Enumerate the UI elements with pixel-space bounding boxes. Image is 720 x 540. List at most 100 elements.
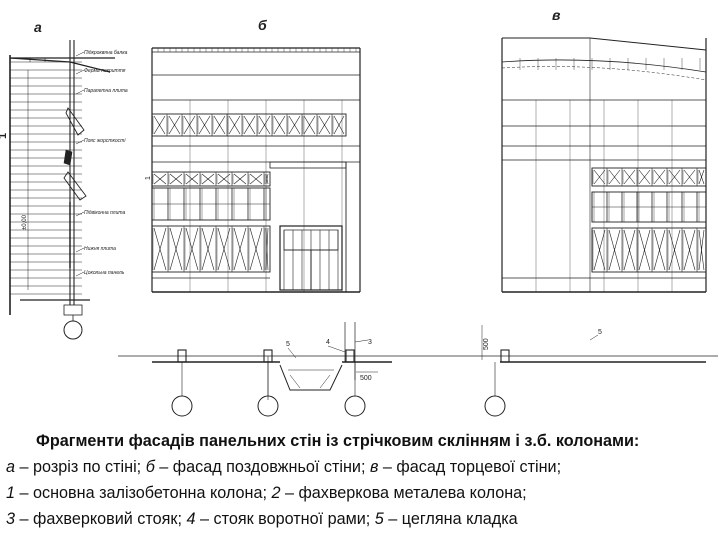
band-brace xyxy=(623,169,636,185)
leader-line xyxy=(75,51,85,57)
glazing-band-lower xyxy=(151,225,271,273)
band-brace xyxy=(201,227,215,271)
band-brace xyxy=(318,115,331,135)
panel-letter-c: в xyxy=(552,7,561,23)
band-brace xyxy=(623,229,636,271)
band-brace xyxy=(169,173,183,185)
band-brace xyxy=(273,115,286,135)
longitudinal-facade-b: б 1 xyxy=(145,17,361,293)
column-marker: 1 xyxy=(0,133,9,139)
caption-key: 3 xyxy=(6,510,16,528)
column-marker: 1 xyxy=(145,176,152,180)
band-brace xyxy=(153,115,166,135)
band-brace xyxy=(168,115,181,135)
band-brace xyxy=(288,115,301,135)
section-label: Нижня плита xyxy=(84,246,116,252)
plan-marker: 5 xyxy=(286,341,290,348)
section-label: Підвіконна плита xyxy=(84,210,125,216)
band-brace xyxy=(698,169,705,185)
band-brace xyxy=(198,115,211,135)
plan-view: 5 4 3 5 500 500 xyxy=(118,322,718,417)
band-brace xyxy=(153,227,167,271)
plan-marker: 5 xyxy=(598,329,602,336)
plan-marker: 4 xyxy=(326,339,330,346)
panel-letter-b: б xyxy=(258,17,267,33)
end-facade-c: в xyxy=(501,7,707,293)
plan-dimension: 500 xyxy=(483,338,490,350)
roof-arc-hidden xyxy=(501,66,707,81)
caption-title: Фрагменти фасадів панельних стін із стрі… xyxy=(36,432,640,450)
marker-leader xyxy=(589,334,599,341)
section-label: Парапетна плита xyxy=(84,88,128,94)
band-brace xyxy=(683,229,696,271)
band-brace xyxy=(668,229,681,271)
glazing-band-end xyxy=(591,167,707,187)
band-brace xyxy=(265,173,269,185)
caption-key: 5 xyxy=(374,510,384,528)
band-brace xyxy=(333,115,345,135)
caption-text: – фасад торцевої стіни; xyxy=(378,458,562,476)
caption-key: 4 xyxy=(186,510,196,528)
band-brace xyxy=(201,173,215,185)
leader-line xyxy=(75,139,85,145)
band-brace xyxy=(233,173,247,185)
roof-arc xyxy=(501,59,707,73)
band-brace xyxy=(638,169,651,185)
glazing-sash xyxy=(63,171,87,201)
band-brace xyxy=(243,115,256,135)
plan-marker: 3 xyxy=(368,339,372,346)
caption-key: 1 xyxy=(6,484,16,502)
panel-letter-a: а xyxy=(34,19,42,35)
axis-bubble xyxy=(63,320,83,340)
plan-dimension: 500 xyxy=(360,375,372,382)
band-brace xyxy=(233,227,247,271)
caption-text: – фасад поздовжньої стіни; xyxy=(154,458,370,476)
caption-text: – основна залізобетонна колона; xyxy=(15,484,272,502)
section-label: Пояс жорсткості xyxy=(84,138,126,144)
caption-key: в xyxy=(369,458,379,476)
caption-line-stands: 3 – фахверковий стояк; 4 – стояк воротно… xyxy=(6,506,714,532)
glazing-sash xyxy=(65,107,85,136)
band-brace xyxy=(653,229,666,271)
caption-line-panels: а – розріз по стіні; б – фасад поздовжнь… xyxy=(6,454,714,480)
section-label: Підкроквяна балка xyxy=(84,50,128,56)
marker-leader xyxy=(327,345,346,353)
leader-line xyxy=(75,211,85,217)
caption-key: а xyxy=(6,458,16,476)
marker-leader xyxy=(287,347,297,359)
caption-line-columns: 1 – основна залізобетонна колона; 2 – фа… xyxy=(6,480,714,506)
band-brace xyxy=(249,227,263,271)
band-brace xyxy=(303,115,316,135)
gate-lintel xyxy=(269,161,347,169)
band-brace xyxy=(683,169,696,185)
band-brace xyxy=(169,227,183,271)
height-dimension: ±0,00 xyxy=(22,214,28,230)
caption-key: б xyxy=(145,458,155,476)
caption-text: – стояк воротної рами; xyxy=(195,510,375,528)
band-brace xyxy=(185,227,199,271)
gate-swing xyxy=(319,374,331,389)
section-label: Цокольна панель xyxy=(84,270,125,276)
band-brace xyxy=(153,173,167,185)
gate-plan xyxy=(279,364,343,391)
band-brace xyxy=(265,227,269,271)
gate-swing xyxy=(289,374,301,389)
marker-leader xyxy=(354,339,369,343)
belt-beam xyxy=(63,149,73,166)
band-brace xyxy=(653,169,666,185)
roof-slope xyxy=(589,37,707,51)
band-brace xyxy=(638,229,651,271)
plan-column xyxy=(345,349,355,363)
foundation-cap xyxy=(63,304,83,316)
band-brace xyxy=(258,115,271,135)
band-brace xyxy=(593,169,606,185)
leader-line xyxy=(75,247,85,253)
band-brace xyxy=(698,229,705,271)
axis-bubble xyxy=(344,395,366,417)
band-brace xyxy=(249,173,263,185)
glazing-band-mid xyxy=(151,171,271,187)
band-brace xyxy=(668,169,681,185)
band-brace xyxy=(608,229,621,271)
